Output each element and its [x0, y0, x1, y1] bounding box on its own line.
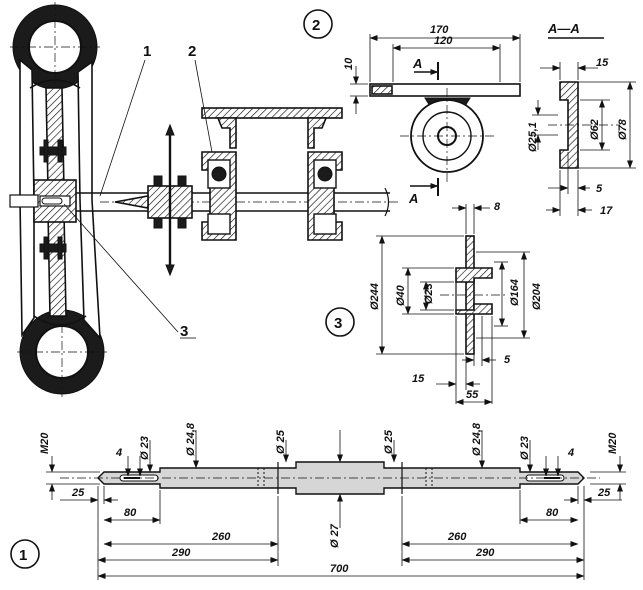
dim-5: 5	[504, 354, 511, 366]
callout-3: 3	[180, 323, 188, 340]
leader-3	[63, 203, 179, 333]
dim-25-left: Ø 25	[275, 429, 287, 454]
leader-1	[99, 59, 146, 197]
view-3-number-circle	[325, 307, 355, 337]
view-1-number: 1	[19, 547, 27, 564]
dim-120: 120	[434, 35, 453, 47]
section-arrow-a-top: A	[412, 56, 422, 71]
dim-25-right: Ø 25	[383, 429, 395, 454]
section-aa	[548, 81, 620, 169]
view-3: 3 8 Ø244 Ø40 Ø23 Ø164 Ø204	[325, 201, 543, 405]
dim-key-right: 4	[567, 447, 574, 459]
dim-244: Ø244	[369, 283, 381, 310]
section-arrow-a-bottom: A	[408, 191, 418, 206]
bearing-front-view: A A	[400, 56, 494, 206]
view-1: 1 M20 M20 4 4	[10, 422, 626, 580]
dim-27: Ø 27	[329, 523, 341, 548]
dim-15: 15	[412, 373, 425, 385]
dim-key-left: 4	[115, 447, 122, 459]
view-2-number-circle	[303, 9, 333, 39]
dim-204: Ø204	[531, 283, 543, 310]
hub-flange-section	[440, 235, 506, 355]
sprocket	[114, 123, 193, 277]
dim-23-left: Ø 23	[139, 436, 151, 460]
dim-23: Ø23	[423, 283, 435, 304]
dim-55: 55	[466, 389, 479, 401]
dim-23-right: Ø 23	[519, 436, 531, 460]
dim-80-left: 80	[124, 507, 137, 519]
dim-260-right: 260	[447, 531, 467, 543]
dim-sec-5: 5	[596, 183, 603, 195]
bearing-housing	[201, 107, 343, 241]
dim-25-end-left: 25	[71, 487, 85, 499]
dim-260-left: 260	[211, 531, 231, 543]
dim-290-right: 290	[475, 547, 495, 559]
dim-m20-right: M20	[607, 432, 619, 454]
axle-hub	[9, 179, 77, 223]
dim-80-right: 80	[546, 507, 559, 519]
callout-2: 2	[188, 43, 196, 60]
dim-10: 10	[343, 57, 355, 70]
dim-170: 170	[430, 24, 449, 36]
wheel-top	[10, 2, 100, 92]
section-title: A—A	[547, 21, 580, 36]
dim-sec-62: Ø62	[589, 119, 601, 140]
view-3-number: 3	[334, 315, 342, 332]
dim-m20-left: M20	[39, 432, 51, 454]
dim-sec-17: 17	[600, 205, 613, 217]
dim-24-8-right: Ø 24,8	[471, 422, 483, 456]
leader-2	[194, 59, 213, 153]
dim-24-8-left: Ø 24,8	[185, 422, 197, 456]
dim-40: Ø40	[395, 284, 407, 306]
dim-164: Ø164	[509, 279, 521, 306]
dim-290-left: 290	[171, 547, 191, 559]
assembly-view: 1 2 3	[9, 2, 400, 397]
dim-8: 8	[494, 201, 501, 213]
dim-sec-78: Ø78	[617, 118, 629, 140]
wheel-bottom	[17, 307, 107, 397]
dim-700: 700	[330, 563, 349, 575]
callout-1: 1	[143, 43, 151, 60]
dim-sec-15: 15	[596, 57, 609, 69]
dim-sec-25-1: Ø25,1	[527, 122, 539, 152]
axle-shaft-detail	[60, 461, 600, 495]
view-2-number: 2	[312, 17, 320, 34]
mounting-plate	[369, 83, 521, 97]
view-1-number-circle	[10, 539, 40, 569]
view-2: 2 170 120 10 A A	[303, 9, 636, 217]
dim-25-end-right: 25	[597, 487, 611, 499]
